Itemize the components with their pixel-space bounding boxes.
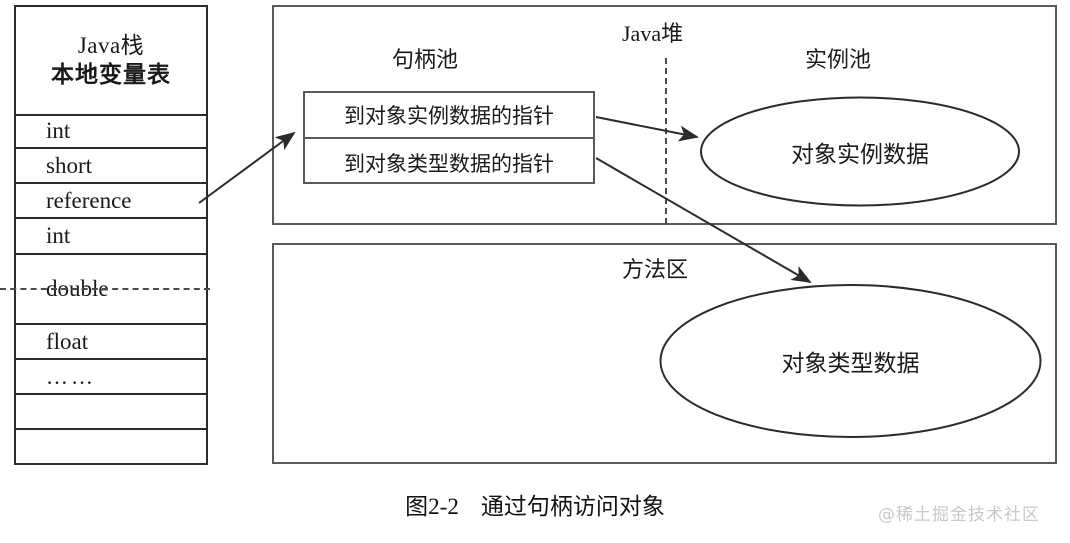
stack-slot-int-2: int — [16, 219, 206, 255]
object-type-data-ellipse: 对象类型数据 — [658, 283, 1043, 439]
stack-slot-label: int — [46, 117, 71, 143]
figure-number: 图2-2 — [405, 494, 459, 519]
stack-slot-float: float — [16, 325, 206, 360]
stack-slot-empty-2 — [16, 430, 206, 463]
watermark: @稀土掘金技术社区 — [878, 505, 1040, 525]
stack-table-header: Java栈 本地变量表 — [16, 7, 206, 116]
stack-slot-empty-1 — [16, 395, 206, 430]
figure-title: 通过句柄访问对象 — [480, 494, 665, 520]
double-slot-dashed-guide — [0, 288, 210, 290]
java-stack-table: Java栈 本地变量表 int short reference int doub… — [14, 5, 208, 465]
stack-title-local-variable-table: 本地变量表 — [51, 61, 171, 88]
stack-slot-short: short — [16, 149, 206, 184]
stack-slot-label: int — [46, 223, 71, 248]
stack-slot-label: float — [46, 328, 89, 354]
ellipse-shape — [659, 284, 1042, 438]
stack-slot-int-1: int — [16, 114, 206, 149]
object-instance-data-ellipse: 对象实例数据 — [699, 96, 1021, 207]
ellipse-shape — [700, 96, 1020, 207]
handle-entry-instance-pointer: 到对象实例数据的指针 — [305, 93, 593, 139]
handle-pool-label: 句柄池 — [392, 48, 459, 73]
stack-slot-label: …… — [46, 363, 96, 389]
heap-pool-divider — [665, 58, 667, 224]
stack-slot-ellipsis: …… — [16, 360, 206, 395]
handle-pool-box: 到对象实例数据的指针 到对象类型数据的指针 — [303, 91, 595, 184]
handle-entry-type-pointer: 到对象类型数据的指针 — [305, 140, 593, 186]
stack-slot-reference: reference — [16, 184, 206, 219]
handle-entry-label: 到对象类型数据的指针 — [344, 152, 554, 176]
stack-slot-label: short — [46, 152, 92, 178]
java-heap-label: Java堆 — [622, 21, 684, 46]
figure-caption: 图2-2 通过句柄访问对象 — [0, 487, 1070, 521]
handle-entry-label: 到对象实例数据的指针 — [344, 104, 554, 128]
stack-slot-double: double — [16, 255, 206, 325]
method-area-label: 方法区 — [622, 258, 689, 283]
instance-pool-label: 实例池 — [805, 48, 872, 73]
stack-title-java-stack: Java栈 — [77, 32, 145, 58]
stack-slot-label: reference — [46, 187, 132, 213]
